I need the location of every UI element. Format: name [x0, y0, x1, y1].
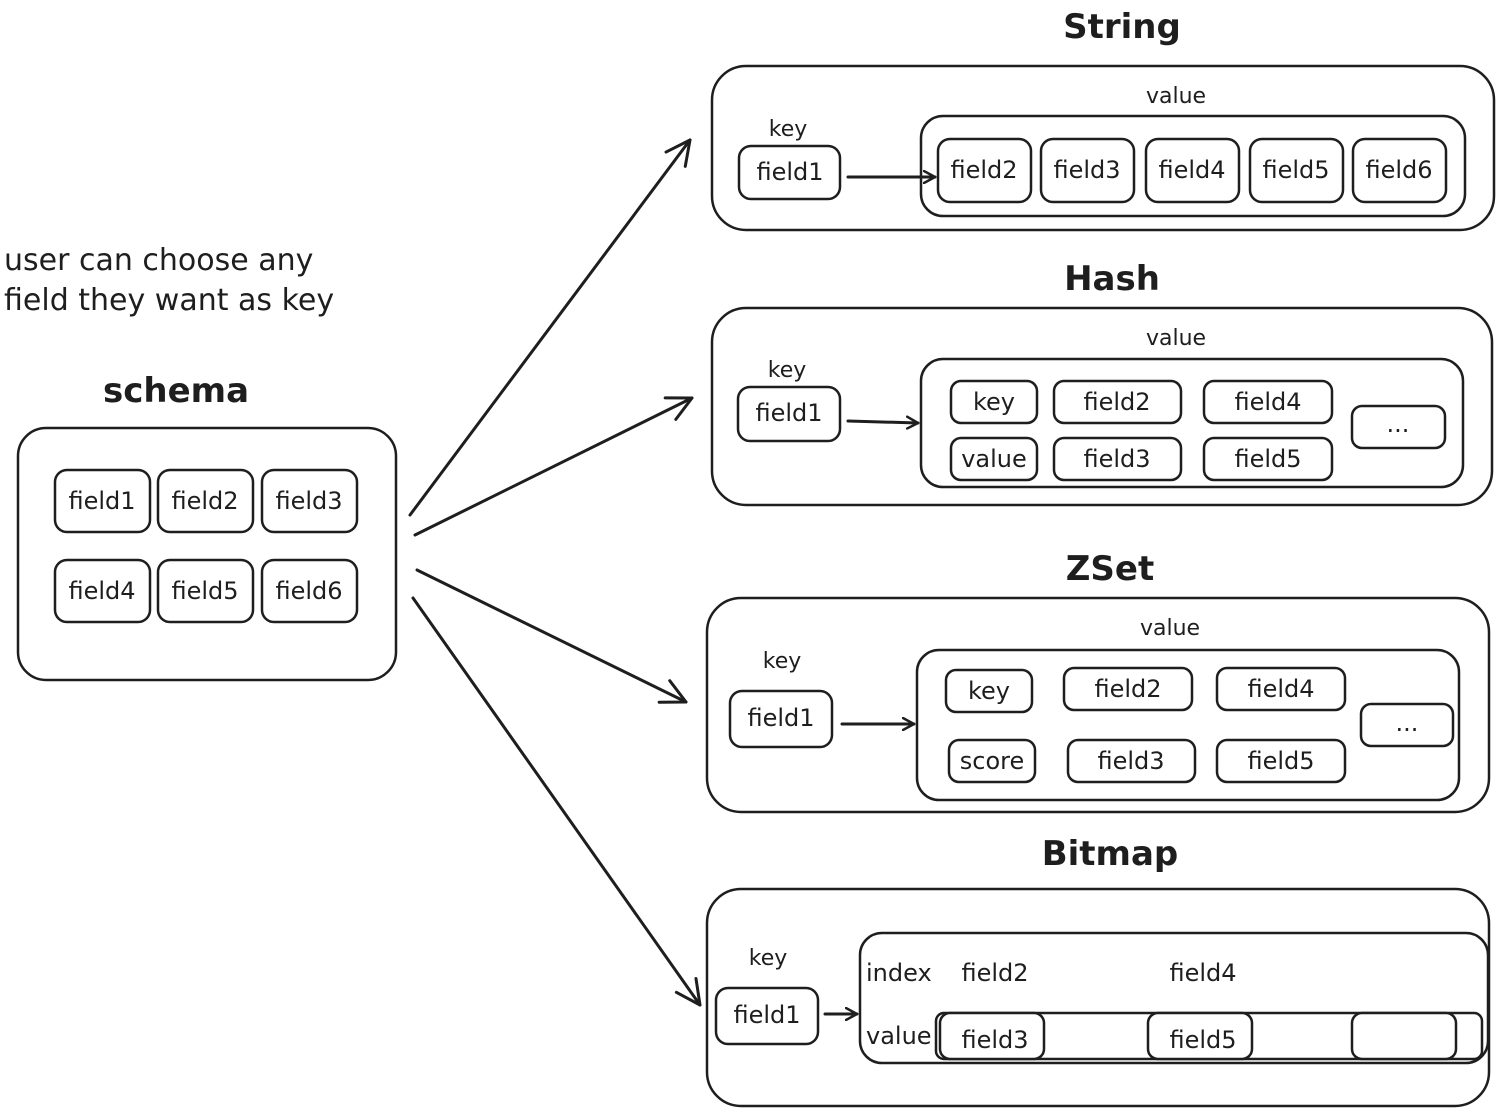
schema-field-box: [53, 468, 152, 534]
schema-field-box: [156, 468, 255, 534]
bitmap-index-label: index: [866, 959, 932, 987]
hash-row-key: key: [973, 388, 1015, 416]
hash-key-box: [736, 385, 842, 443]
zset-pair-box: [1215, 666, 1347, 712]
schema-field-6: field6: [275, 577, 342, 605]
bitmap-value-field-1: field3: [961, 1026, 1028, 1054]
arrow-to-string: [408, 138, 692, 517]
bitmap-key-label: key: [749, 946, 788, 971]
hash-pair-bottom-2: field5: [1234, 445, 1301, 473]
zset-pair-bottom-1: field3: [1097, 747, 1164, 775]
note-line-2: field they want as key: [4, 283, 334, 318]
zset-pair-box: [1215, 738, 1347, 784]
zset-pair-box: [1066, 738, 1197, 784]
zset-pair-top-1: field2: [1094, 675, 1161, 703]
hash-title: Hash: [1064, 259, 1160, 299]
zset-row-key-box: [944, 668, 1034, 714]
bitmap-key-field: field1: [733, 1001, 800, 1029]
schema-field-3: field3: [275, 487, 342, 515]
bitmap-index-field-1: field2: [961, 959, 1028, 987]
hash-value-label: value: [1146, 326, 1206, 351]
bitmap-index-field-2: field4: [1169, 959, 1236, 987]
hash-row-value-box: [949, 436, 1039, 482]
schema-field-1: field1: [68, 487, 135, 515]
hash-key-arrow: [846, 421, 920, 423]
string-key-box: [737, 144, 842, 201]
bitmap-container: [705, 887, 1491, 1108]
schema-container: [16, 426, 398, 682]
bitmap-bit-cell: [1146, 1011, 1254, 1061]
zset-pair-top-2: field4: [1247, 675, 1314, 703]
zset-value-label: value: [1140, 616, 1200, 641]
bitmap-bit-cell-empty: [1350, 1011, 1458, 1061]
string-container: [710, 64, 1496, 232]
hash-ellipsis-box: [1350, 404, 1447, 450]
zset-row-key: key: [968, 677, 1010, 705]
arrow-to-zset: [415, 568, 688, 704]
zset-ellipsis: ...: [1396, 709, 1419, 737]
zset-pair-box: [1062, 666, 1194, 712]
hash-container: [710, 306, 1494, 507]
arrow-to-bitmap: [411, 596, 702, 1007]
zset-key-box: [728, 689, 834, 749]
arrow-to-hash: [413, 396, 694, 537]
string-key-field: field1: [756, 158, 823, 186]
hash-pair-box: [1052, 379, 1183, 425]
string-key-label: key: [769, 117, 808, 142]
string-value-field-2: field3: [1053, 156, 1120, 184]
string-value-container: [919, 114, 1467, 218]
string-value-label: value: [1146, 84, 1206, 109]
schema-field-box: [53, 558, 152, 624]
bitmap-bit-cell: [938, 1011, 1046, 1061]
bitmap-value-label: value: [866, 1022, 932, 1050]
string-value-field-3: field4: [1158, 156, 1225, 184]
schema-field-box: [260, 558, 359, 624]
bitmap-key-box: [714, 986, 820, 1046]
string-value-box: [1039, 137, 1136, 204]
hash-ellipsis: ...: [1387, 410, 1410, 438]
string-title: String: [1063, 7, 1181, 47]
schema-field-box: [156, 558, 255, 624]
bitmap-value-container: [858, 931, 1490, 1065]
zset-pair-bottom-2: field5: [1247, 747, 1314, 775]
hash-pair-top-2: field4: [1234, 388, 1301, 416]
schema-field-box: [260, 468, 359, 534]
bitmap-title: Bitmap: [1042, 834, 1179, 874]
bitmap-value-field-2: field5: [1169, 1026, 1236, 1054]
schema-fields: field1 field2 field3 field4 field5 field…: [53, 468, 359, 624]
note-line-1: user can choose any: [4, 243, 313, 278]
zset-value-container: [915, 648, 1461, 802]
string-value-box: [1144, 137, 1241, 204]
hash-key-label: key: [768, 358, 807, 383]
string-value-box: [1351, 137, 1448, 204]
hash-value-container: [919, 357, 1465, 489]
zset-container: [705, 596, 1491, 814]
zset-title: ZSet: [1066, 549, 1154, 589]
schema-field-5: field5: [171, 577, 238, 605]
zset-ellipsis-box: [1359, 702, 1455, 748]
string-value-box: [1248, 137, 1345, 204]
string-value-box: [936, 137, 1033, 204]
hash-key-field: field1: [755, 399, 822, 427]
zset-row-score: score: [960, 747, 1025, 775]
hash-pair-box: [1202, 436, 1334, 482]
hash-pair-bottom-1: field3: [1083, 445, 1150, 473]
hash-row-value: value: [961, 445, 1027, 473]
schema-field-4: field4: [68, 577, 135, 605]
zset-row-score-box: [947, 738, 1037, 784]
schema-field-2: field2: [171, 487, 238, 515]
string-value-field-5: field6: [1365, 156, 1432, 184]
hash-pair-box: [1202, 379, 1334, 425]
hash-pair-box: [1052, 436, 1183, 482]
schema-title: schema: [103, 371, 249, 411]
zset-key-field: field1: [747, 704, 814, 732]
hash-pair-top-1: field2: [1083, 388, 1150, 416]
string-value-field-1: field2: [950, 156, 1017, 184]
zset-key-label: key: [763, 649, 802, 674]
string-value-field-4: field5: [1262, 156, 1329, 184]
hash-row-key-box: [949, 379, 1039, 425]
